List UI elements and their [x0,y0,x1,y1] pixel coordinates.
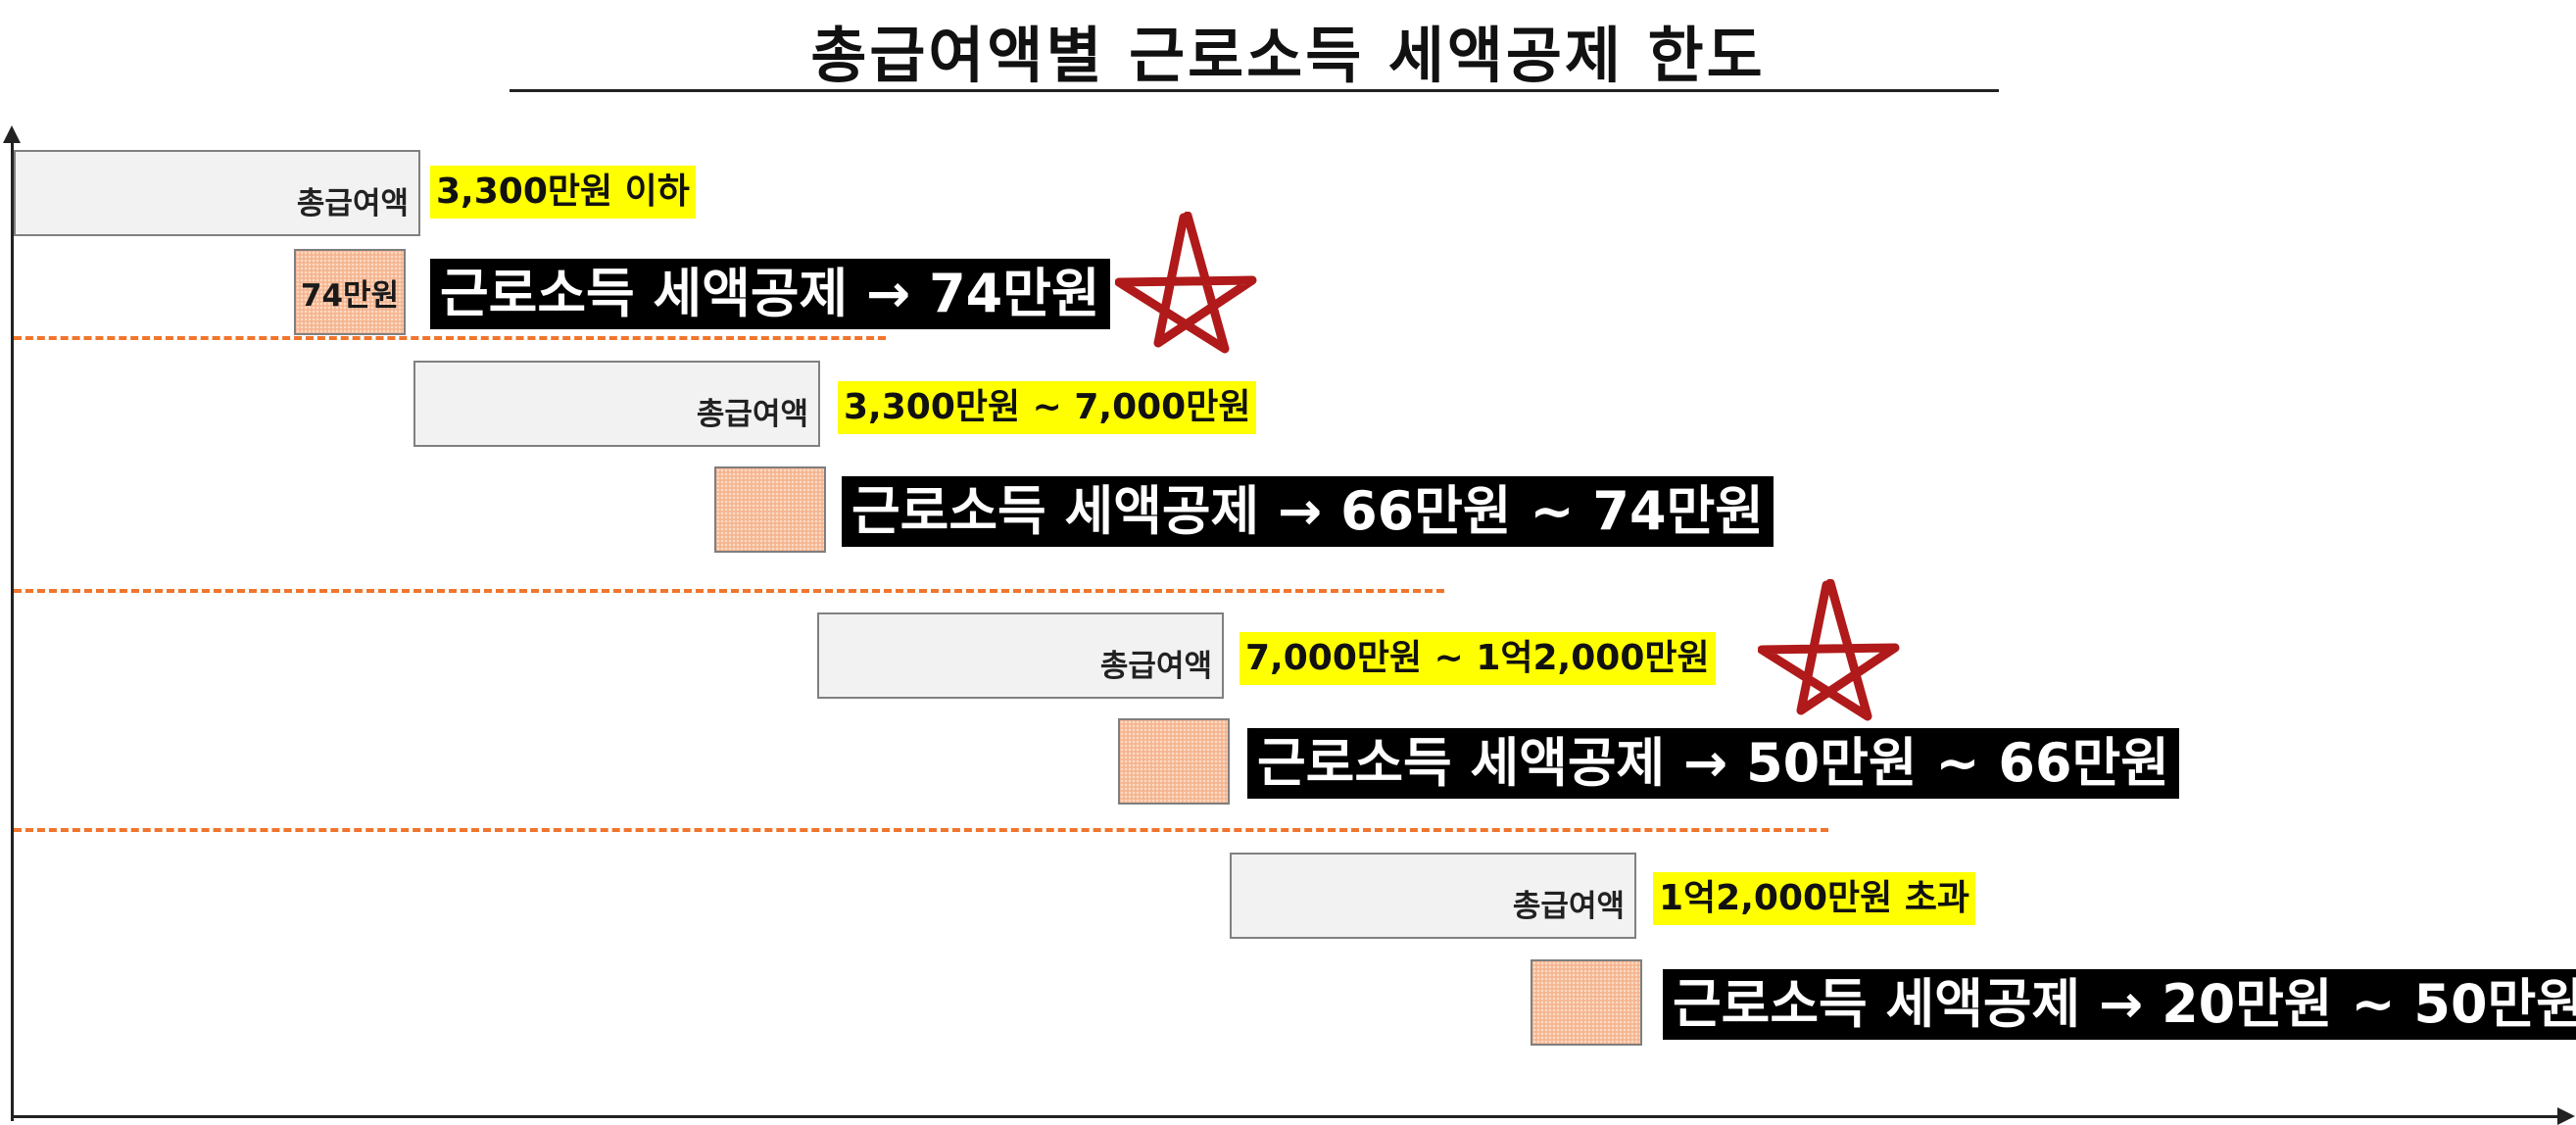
tier-divider-1 [14,336,886,340]
tier-divider-3 [14,828,1828,832]
range-label-tier-2: 총급여액 [696,397,808,432]
hand-drawn-star-icon [1758,579,1900,721]
credit-swatch-tier-3 [1118,718,1230,805]
hand-drawn-star-icon [1115,212,1257,354]
credit-text-tier-2: 근로소득 세액공제 → 66만원 ~ 74만원 [842,476,1774,547]
title-underline [510,89,1999,92]
range-box-tier-3: 총급여액 [817,612,1224,699]
x-axis-arrow-icon [2557,1107,2575,1125]
credit-swatch-tier-4 [1531,959,1642,1046]
y-axis [11,137,14,1121]
credit-text-tier-4: 근로소득 세액공제 → 20만원 ~ 50만원 [1663,969,2576,1040]
income-range-tier-2: 3,300만원 ~ 7,000만원 [838,381,1257,434]
y-axis-arrow-icon [3,125,21,143]
swatch-label-tier-1: 74만원 [300,277,400,314]
income-range-tier-4: 1억2,000만원 초과 [1653,872,1976,925]
range-box-tier-4: 총급여액 [1230,853,1636,939]
income-range-tier-1: 3,300만원 이하 [430,166,696,219]
range-label-tier-1: 총급여액 [296,186,409,221]
range-box-tier-1: 총급여액 [14,150,420,236]
range-label-tier-3: 총급여액 [1099,649,1212,684]
credit-swatch-tier-1: 74만원 [294,249,406,335]
x-axis [11,1115,2558,1118]
page-title: 총급여액별 근로소득 세액공제 한도 [810,20,1766,91]
range-box-tier-2: 총급여액 [413,361,820,447]
credit-text-tier-3: 근로소득 세액공제 → 50만원 ~ 66만원 [1247,728,2179,799]
income-range-tier-3: 7,000만원 ~ 1억2,000만원 [1239,632,1716,685]
tier-divider-2 [14,589,1444,593]
range-label-tier-4: 총급여액 [1512,889,1625,924]
credit-text-tier-1: 근로소득 세액공제 → 74만원 [430,259,1110,329]
credit-swatch-tier-2 [714,466,826,553]
